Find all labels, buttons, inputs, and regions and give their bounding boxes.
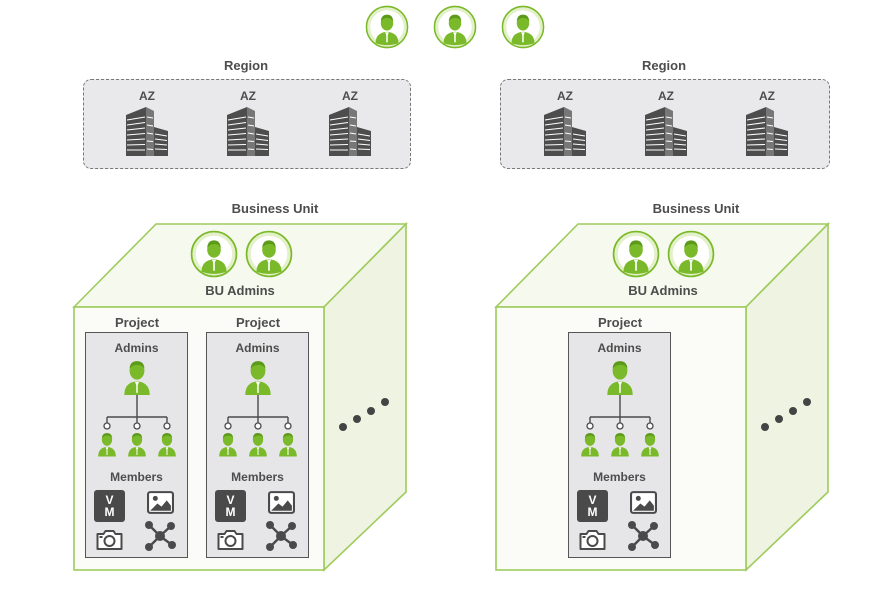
region-label: Region [641,58,687,73]
member-person-icon [639,430,661,458]
bu-admins-label: BU Admins [205,283,275,298]
az-item: AZ [320,89,380,162]
vm-icon: VM [215,490,246,522]
vm-label: VM [225,493,236,519]
top-user-icon [501,5,545,49]
az-item: AZ [218,89,278,162]
business-unit-label: Business Unit [652,201,740,216]
member-person-icon [156,430,178,458]
camera-icon [578,529,607,551]
member-person-icon [96,430,118,458]
project-members-label: Members [231,470,284,484]
project-members-label: Members [110,470,163,484]
building-icon [225,105,271,157]
bu-admin-icon [667,230,715,278]
bu-admin-icon [190,230,238,278]
project-box: Admins Members VM [206,332,309,558]
project-admins-label: Admins [235,341,280,355]
bu-admin-icon [612,230,660,278]
vm-label: VM [104,493,115,519]
camera-icon [95,529,124,551]
vm-label: VM [587,493,598,519]
az-item: AZ [636,89,696,162]
bu-admins-label: BU Admins [628,283,698,298]
building-icon [542,105,588,157]
more-dot [381,398,389,406]
project-admins-label: Admins [114,341,159,355]
admin-person-icon [121,359,153,395]
hierarchy-connector [224,395,292,430]
hierarchy-connector [586,395,654,430]
az-label: AZ [557,89,573,103]
network-icon [144,520,176,552]
region-box: AZ AZ AZ [83,79,411,169]
az-label: AZ [342,89,358,103]
image-icon [630,491,657,514]
network-icon [627,520,659,552]
project-members-label: Members [593,470,646,484]
more-dot [339,423,347,431]
image-icon [147,491,174,514]
member-person-icon [609,430,631,458]
member-person-icon [579,430,601,458]
more-dot [761,423,769,431]
project-box: Admins Members VM [568,332,671,558]
region-label: Region [223,58,269,73]
project-label: Project [235,315,281,330]
az-item: AZ [117,89,177,162]
az-label: AZ [240,89,256,103]
admin-person-icon [604,359,636,395]
az-item: AZ [737,89,797,162]
az-label: AZ [139,89,155,103]
building-icon [124,105,170,157]
hierarchy-connector [103,395,171,430]
member-person-icon [247,430,269,458]
building-icon [643,105,689,157]
member-person-icon [126,430,148,458]
admin-person-icon [242,359,274,395]
az-label: AZ [658,89,674,103]
bu-admin-icon [245,230,293,278]
project-admins-label: Admins [597,341,642,355]
project-box: Admins Members VM [85,332,188,558]
business-unit-label: Business Unit [231,201,319,216]
member-person-icon [217,430,239,458]
building-icon [327,105,373,157]
camera-icon [216,529,245,551]
more-dot [353,415,361,423]
project-label: Project [597,315,643,330]
vm-icon: VM [577,490,608,522]
image-icon [268,491,295,514]
more-dot [775,415,783,423]
building-icon [744,105,790,157]
region-box: AZ AZ AZ [500,79,830,169]
more-dot [789,407,797,415]
member-person-icon [277,430,299,458]
network-icon [265,520,297,552]
more-dot [367,407,375,415]
vm-icon: VM [94,490,125,522]
top-user-icon [433,5,477,49]
top-user-icon [365,5,409,49]
project-label: Project [114,315,160,330]
az-item: AZ [535,89,595,162]
more-dot [803,398,811,406]
az-label: AZ [759,89,775,103]
